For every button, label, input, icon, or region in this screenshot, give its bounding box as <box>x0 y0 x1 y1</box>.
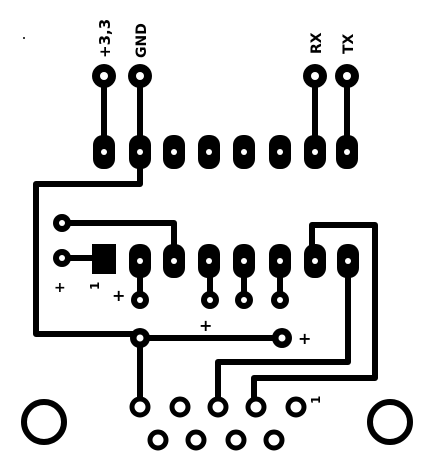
label-tx: TX <box>341 33 357 54</box>
label-pin1-cap: 1 <box>88 282 102 290</box>
db9-pin-4 <box>169 396 191 418</box>
db9-pin-2 <box>245 396 267 418</box>
vias <box>53 214 292 348</box>
stray-dot <box>23 37 25 39</box>
pad-row-top <box>93 135 358 169</box>
label-plus-d: + <box>298 329 311 348</box>
db9-pin-7 <box>225 429 247 451</box>
db9-pin-9 <box>147 429 169 451</box>
trace-route-a <box>251 222 378 408</box>
label-pin1-db9: 1 <box>309 396 323 404</box>
trace-route-b <box>215 259 351 408</box>
db9-pin-5 <box>129 396 151 418</box>
header-pins <box>92 64 359 88</box>
label-plus-a: + <box>54 280 66 296</box>
label-plus-c: + <box>199 316 212 335</box>
mounting-holes <box>21 399 413 445</box>
trace-gnd-loop <box>33 149 143 337</box>
label-v33: +3,3 <box>96 19 114 58</box>
label-plus-b: + <box>112 286 125 305</box>
pad-square <box>92 244 116 274</box>
db9-pin-6 <box>263 429 285 451</box>
label-gnd: GND <box>134 23 150 58</box>
pad-row-bottom <box>92 244 359 278</box>
mount-hole-left <box>21 399 67 445</box>
db9-pin-3 <box>207 396 229 418</box>
traces <box>33 73 378 408</box>
db9-pin-8 <box>185 429 207 451</box>
db9-pin-1 <box>285 396 307 418</box>
mount-hole-right <box>367 399 413 445</box>
db9-connector <box>129 396 307 451</box>
label-rx: RX <box>309 32 325 54</box>
